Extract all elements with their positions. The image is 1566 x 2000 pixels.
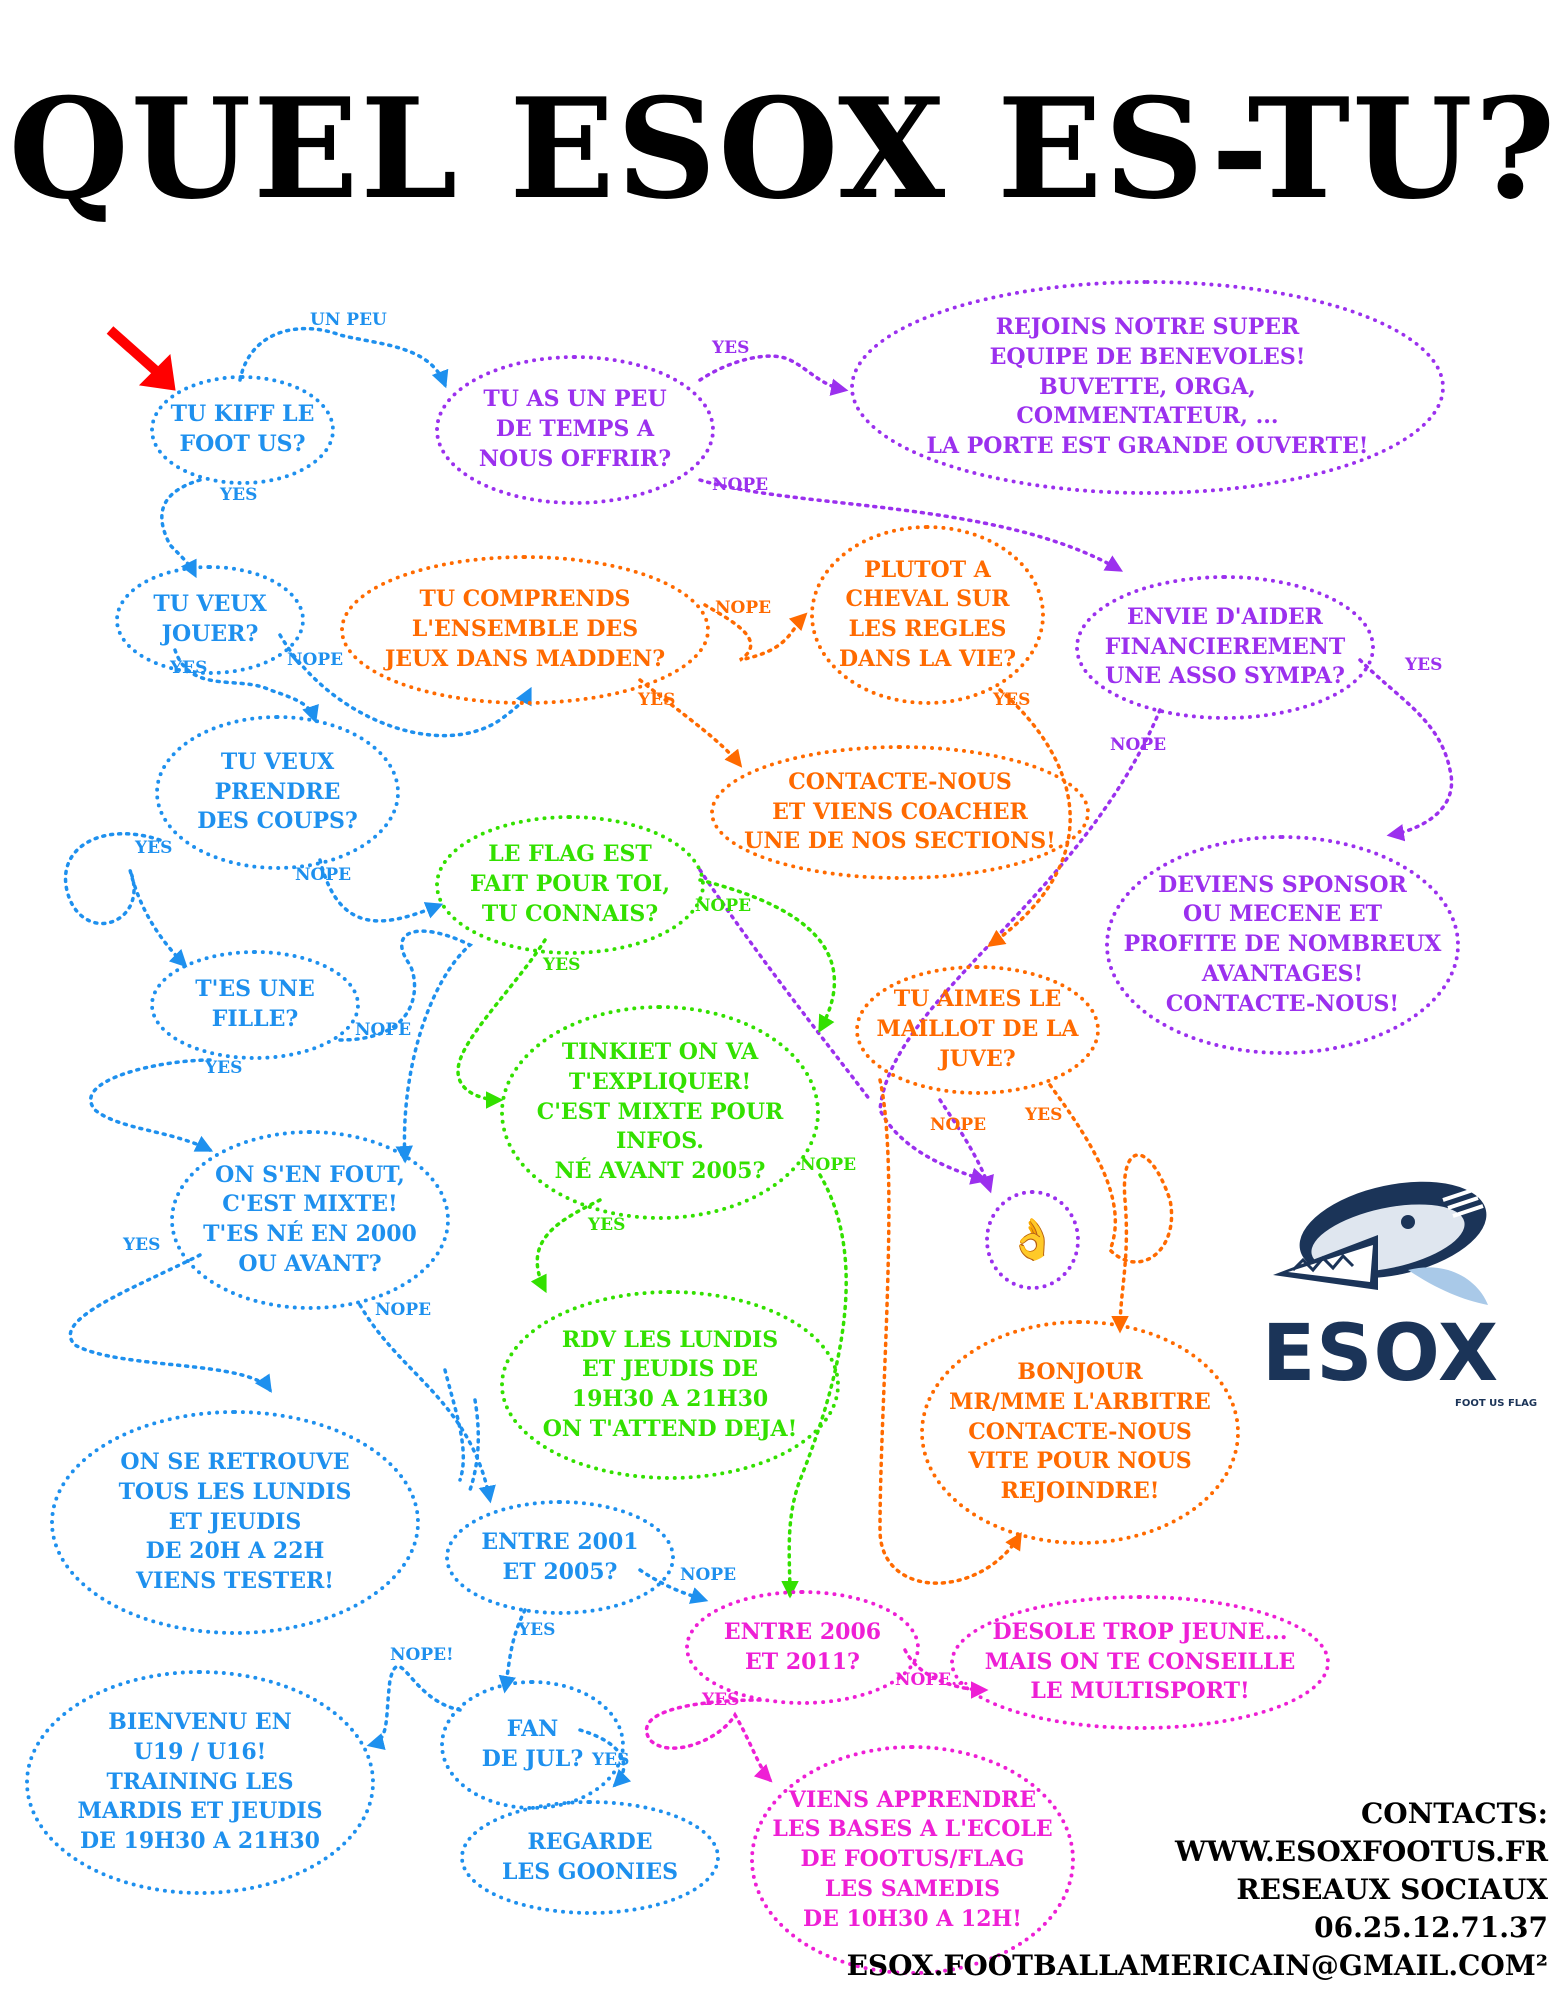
label-cheval-yes: YES: [993, 690, 1031, 710]
label-fille-nope: NOPE: [355, 1020, 412, 1040]
label-jouer-nope: NOPE: [287, 650, 344, 670]
label-e2001-nope: NOPE: [680, 1565, 737, 1585]
node-mixte: ON S'EN FOUT, C'EST MIXTE! T'ES NÉ EN 20…: [170, 1130, 450, 1310]
node-goonies: REGARDE LES GOONIES: [460, 1800, 720, 1915]
label-aider-nope: NOPE: [1110, 735, 1167, 755]
page-title: QUEL ESOX ES-TU?: [8, 67, 1558, 230]
node-temps: TU AS UN PEU DE TEMPS A NOUS OFFRIR?: [435, 355, 715, 505]
node-fille: T'ES UNE FILLE?: [150, 950, 360, 1060]
arrow-madden-nope: [703, 603, 808, 662]
contacts-email[interactable]: ESOX.FOOTBALLAMERICAIN@GMAIL.COM²: [846, 1949, 1548, 1983]
arrow-tinkiet-yes: [530, 1198, 602, 1294]
contacts-block: CONTACTS: WWW.ESOXFOOTUS.FR RESEAUX SOCI…: [847, 1795, 1548, 1985]
node-tinkiet: TINKIET ON VA T'EXPLIQUER! C'EST MIXTE P…: [500, 1005, 820, 1220]
label-e2001-yes: YES: [518, 1620, 556, 1640]
node-retrouve: ON SE RETROUVE TOUS LES LUNDIS ET JEUDIS…: [50, 1410, 420, 1635]
node-rdv: RDV LES LUNDIS ET JEUDIS DE 19H30 A 21H3…: [500, 1290, 840, 1480]
label-temps-yes: YES: [712, 338, 750, 358]
pike-fish-football-logo-icon: [1273, 1181, 1488, 1305]
node-bienvenu: BIENVENU EN U19 / U16! TRAINING LES MARD…: [25, 1670, 375, 1895]
arrow-jul-nope: [366, 1664, 462, 1751]
label-e2006-yes: YES: [702, 1690, 740, 1710]
arrow-kiff-yes: [160, 478, 202, 579]
node-ok-hand: 👌: [985, 1190, 1080, 1290]
logo-text: ESOX: [1262, 1309, 1500, 1399]
node-ecole: VIENS APPRENDRE LES BASES A L'ECOLE DE F…: [750, 1745, 1075, 1975]
label-e2006-nope: NOPE...: [895, 1670, 969, 1690]
node-coups: TU VEUX PRENDRE DES COUPS?: [155, 715, 400, 870]
arrow-madden-yes: [638, 678, 743, 768]
label-mixte-yes: YES: [123, 1235, 161, 1255]
label-juve-nope: NOPE: [930, 1115, 987, 1135]
node-cheval: PLUTOT A CHEVAL SUR LES REGLES DANS LA V…: [810, 525, 1045, 705]
label-tinkiet-nope: NOPE: [800, 1155, 857, 1175]
label-mixte-nope: NOPE: [375, 1300, 432, 1320]
node-madden: TU COMPRENDS L'ENSEMBLE DES JEUX DANS MA…: [340, 555, 710, 705]
node-juve: TU AIMES LE MAILLOT DE LA JUVE?: [855, 965, 1100, 1095]
arrow-coups-nope: [318, 858, 444, 923]
label-jul-nope: NOPE!: [390, 1645, 454, 1665]
node-aider: ENVIE D'AIDER FINANCIEREMENT UNE ASSO SY…: [1075, 575, 1375, 720]
arrow-flag-nope-purple: [698, 868, 872, 1102]
contacts-social: RESEAUX SOCIAUX: [1236, 1873, 1548, 1907]
label-jouer-yes: YES: [170, 658, 208, 678]
arrow-fille-nope: [338, 929, 474, 1164]
label-aider-yes: YES: [1405, 655, 1443, 675]
contacts-website[interactable]: WWW.ESOXFOOTUS.FR: [1175, 1835, 1548, 1869]
label-madden-yes: YES: [638, 690, 676, 710]
arrow-mixte-yes: [68, 1253, 272, 1393]
node-trop-jeune: DESOLE TROP JEUNE... MAIS ON TE CONSEILL…: [950, 1595, 1330, 1730]
arrow-coups-yes: [63, 831, 188, 968]
label-fille-yes: YES: [205, 1058, 243, 1078]
node-sponsor: DEVIENS SPONSOR OU MECENE ET PROFITE DE …: [1105, 835, 1460, 1055]
arrow-flag-yes: [456, 938, 547, 1109]
node-coacher: CONTACTE-NOUS ET VIENS COACHER UNE DE NO…: [710, 745, 1090, 880]
arrow-mixte-nope: [358, 1303, 496, 1504]
node-flag: LE FLAG EST FAIT POUR TOI, TU CONNAIS?: [435, 815, 705, 955]
label-coups-yes: YES: [135, 838, 173, 858]
arrow-fille-yes: [89, 1058, 214, 1152]
label-flag-yes: YES: [543, 955, 581, 975]
start-arrow: [106, 326, 176, 391]
label-coups-nope: NOPE: [295, 865, 352, 885]
ok-hand-icon: 👌: [1007, 1216, 1058, 1263]
node-entre-2006: ENTRE 2006 ET 2011?: [685, 1590, 920, 1705]
node-kiff-foot-us: TU KIFF LE FOOT US?: [150, 375, 335, 485]
arrow-flag-nope: [698, 878, 836, 1034]
contacts-phone: 06.25.12.71.37: [1314, 1911, 1548, 1945]
label-un-peu: UN PEU: [310, 310, 387, 330]
label-madden-nope: NOPE: [715, 598, 772, 618]
arrow-nope-squiggle: [443, 1368, 481, 1492]
logo-subtitle: FOOT US FLAG: [1455, 1398, 1538, 1409]
arrow-e2001-yes: [498, 1608, 527, 1694]
label-temps-nope: NOPE: [712, 475, 769, 495]
label-kiff-yes: YES: [220, 485, 258, 505]
arrow-cheval-nope-to-arbitre: [878, 1078, 1022, 1585]
arrow-temps-nope: [698, 478, 1124, 572]
label-jul-yes: YES: [592, 1750, 630, 1770]
arrow-temps-yes: [698, 354, 849, 396]
label-tinkiet-yes: YES: [588, 1215, 626, 1235]
label-flag-nope: NOPE: [695, 896, 752, 916]
arrow-e2006-yes: [645, 1698, 773, 1783]
node-benevoles: REJOINS NOTRE SUPER EQUIPE DE BENEVOLES!…: [850, 280, 1445, 495]
node-jul: FAN DE JUL?: [440, 1680, 625, 1810]
contacts-heading: CONTACTS:: [1361, 1797, 1548, 1830]
arrow-juve-yes: [1048, 1083, 1174, 1334]
node-jouer: TU VEUX JOUER?: [115, 565, 305, 675]
arrow-juve-nope: [938, 1098, 994, 1194]
node-entre-2001: ENTRE 2001 ET 2005?: [445, 1500, 675, 1615]
arrow-kiff-un-peu: [238, 326, 449, 389]
node-arbitre: BONJOUR MR/MME L'ARBITRE CONTACTE-NOUS V…: [920, 1320, 1240, 1545]
label-juve-yes: YES: [1025, 1105, 1063, 1125]
arrow-aider-yes: [1358, 658, 1454, 842]
